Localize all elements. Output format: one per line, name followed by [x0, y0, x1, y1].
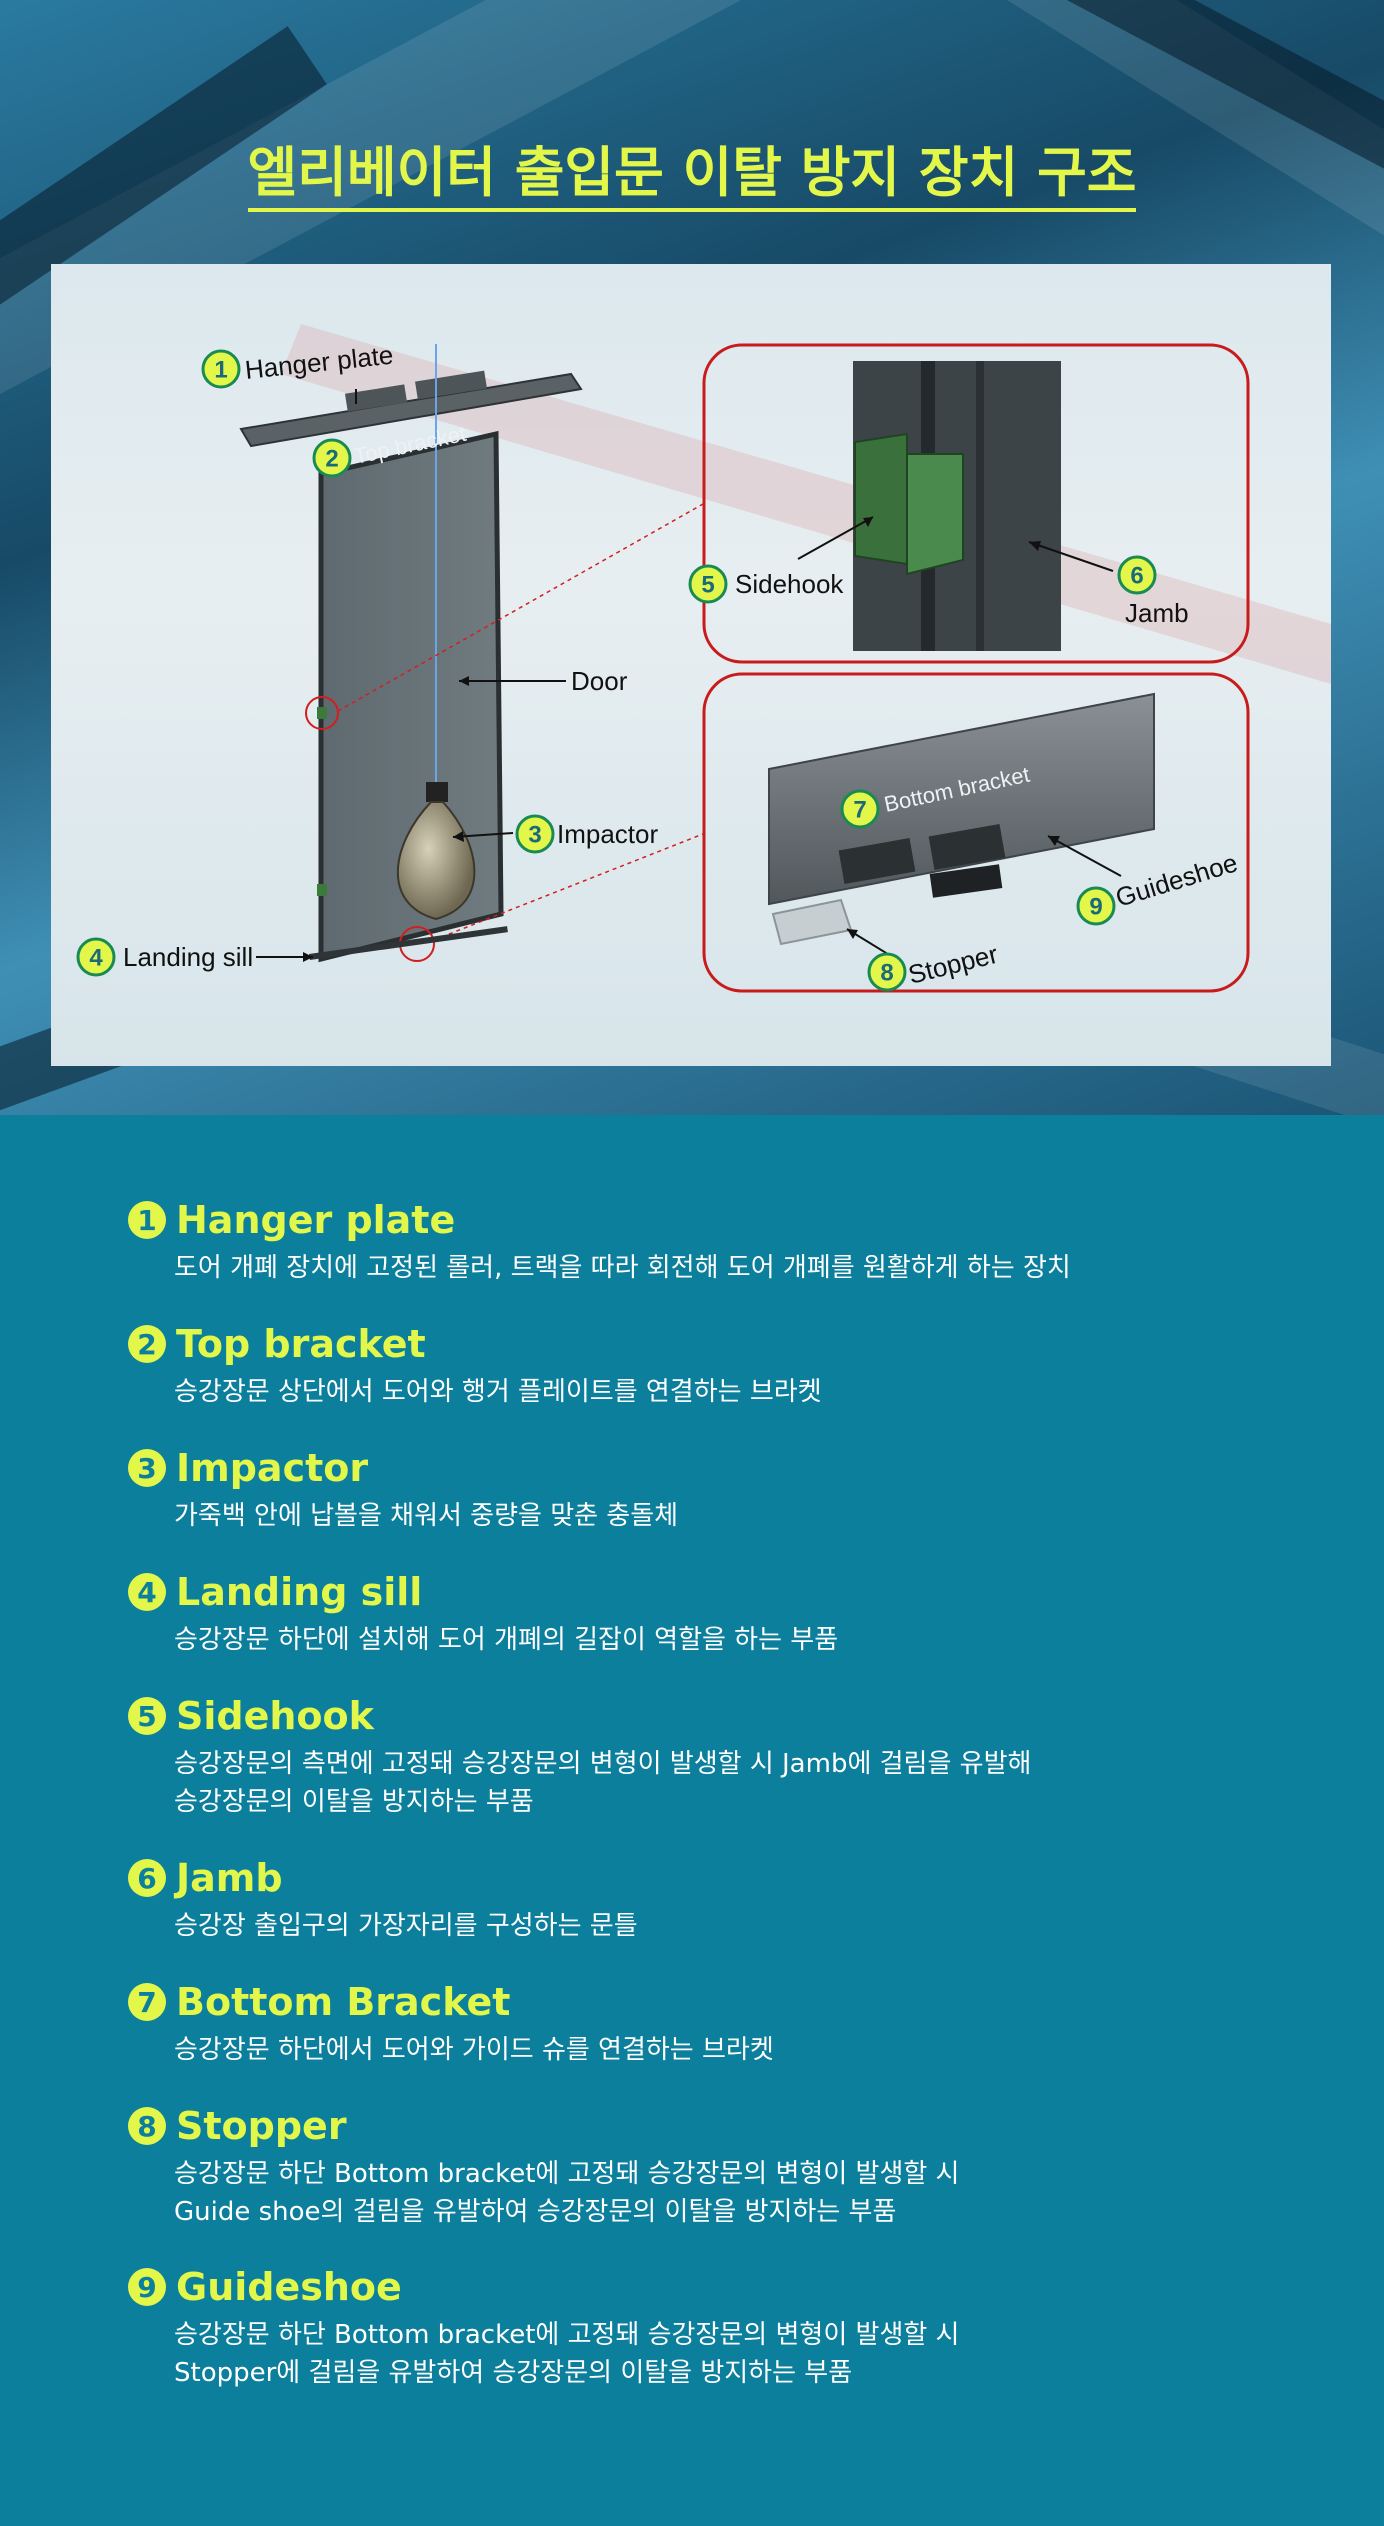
- arrow-head: [453, 831, 464, 842]
- sidehook-detail-box: [702, 343, 1250, 664]
- list-item: 8 Stopper 승강장문 하단 Bottom bracket에 고정돼 승강장…: [128, 2101, 1278, 2231]
- label-guideshoe: Guideshoe: [1112, 847, 1241, 912]
- arrow-head: [303, 952, 313, 962]
- sidehook-mini: [317, 884, 327, 896]
- svg-text:6: 6: [1130, 563, 1143, 590]
- guideshoe-shape: [929, 864, 1003, 898]
- label-sidehook: Sidehook: [735, 569, 844, 599]
- item-description: 승강장문 하단에 설치해 도어 개폐의 길잡이 역할을 하는 부품: [174, 1625, 839, 1655]
- item-description: 승강장문 하단에서 도어와 가이드 슈를 연결하는 브라켓: [174, 2035, 774, 2065]
- arrow-head: [459, 676, 469, 686]
- svg-text:8: 8: [880, 960, 893, 987]
- zoom-line-top: [337, 503, 704, 712]
- landing-sill-shape: [308, 926, 508, 960]
- bracket-plate: [838, 838, 916, 884]
- label-jamb: Jamb: [1125, 598, 1189, 628]
- item-number-badge: 9: [128, 2268, 166, 2306]
- leader-guideshoe: [1047, 835, 1122, 877]
- badge-5: 5: [688, 564, 728, 604]
- arrow-head: [847, 929, 858, 939]
- item-number-badge: 3: [128, 1449, 166, 1487]
- structure-diagram: 1 Hanger plate 2 Top bracket Door 3 Impa…: [51, 264, 1331, 1066]
- badge-8: 8: [867, 952, 907, 992]
- list-item: 7 Bottom Bracket 승강장문 하단에서 도어와 가이드 슈를 연결하…: [128, 1977, 1278, 2069]
- leader-jamb: [1028, 541, 1114, 572]
- sidehook-shape: [906, 453, 964, 576]
- item-number-badge: 5: [128, 1697, 166, 1735]
- list-item: 6 Jamb 승강장 출입구의 가장자리를 구성하는 문틀: [128, 1853, 1278, 1945]
- badge-6: 6: [1117, 555, 1157, 595]
- list-item: 1 Hanger plate 도어 개폐 장치에 고정된 롤러, 트랙을 따라 회…: [128, 1195, 1278, 1287]
- list-item: 9 Guideshoe 승강장문 하단 Bottom bracket에 고정돼 승…: [128, 2262, 1278, 2392]
- bottom-detail-box: [702, 672, 1250, 993]
- item-number-badge: 2: [128, 1325, 166, 1363]
- sidehook-mini: [317, 707, 327, 719]
- badge-3: 3: [515, 814, 555, 854]
- badge-2: 2: [312, 438, 352, 478]
- impactor-cap: [426, 782, 448, 802]
- item-name: Jamb: [176, 1856, 283, 1900]
- zoom-line-bottom: [433, 833, 704, 941]
- bracket-plate: [928, 824, 1006, 870]
- badge-1: 1: [201, 349, 241, 389]
- item-description: 승강장문 하단 Bottom bracket에 고정돼 승강장문의 변형이 발생…: [174, 2320, 960, 2388]
- sidehook-shape: [854, 432, 908, 566]
- item-number-badge: 6: [128, 1859, 166, 1897]
- item-name: Landing sill: [176, 1570, 423, 1614]
- label-door: Door: [571, 666, 628, 696]
- item-number-badge: 1: [128, 1201, 166, 1239]
- list-item: 5 Sidehook 승강장문의 측면에 고정돼 승강장문의 변형이 발생할 시 …: [128, 1691, 1278, 1821]
- item-name: Guideshoe: [176, 2265, 402, 2309]
- arrow-head: [1048, 836, 1060, 846]
- sidehook-marker: [305, 696, 339, 730]
- item-name: Top bracket: [176, 1322, 426, 1366]
- item-description: 도어 개폐 장치에 고정된 롤러, 트랙을 따라 회전해 도어 개폐를 원활하게…: [174, 1253, 1071, 1283]
- item-name: Hanger plate: [176, 1198, 456, 1242]
- item-name: Sidehook: [176, 1694, 374, 1738]
- diagram-svg: 1 Hanger plate 2 Top bracket Door 3 Impa…: [76, 324, 1331, 993]
- jamb-groove: [976, 361, 984, 651]
- item-description: 승강장문의 측면에 고정돼 승강장문의 변형이 발생할 시 Jamb에 걸림을 …: [174, 1749, 1032, 1817]
- item-description: 승강장 출입구의 가장자리를 구성하는 문틀: [174, 1911, 638, 1941]
- bg-streak: [281, 324, 1331, 684]
- label-impactor: Impactor: [557, 819, 658, 849]
- item-number-badge: 8: [128, 2107, 166, 2145]
- svg-text:2: 2: [325, 446, 338, 473]
- svg-text:5: 5: [701, 572, 714, 599]
- badge-7: 7: [840, 789, 880, 829]
- label-stopper: Stopper: [905, 939, 1001, 990]
- stopper-shape: [771, 898, 853, 946]
- arrow-head: [863, 517, 873, 527]
- badge-4: 4: [76, 937, 116, 977]
- arrow-head: [1029, 541, 1041, 551]
- svg-text:1: 1: [214, 357, 227, 384]
- page-title: 엘리베이터 출입문 이탈 방지 장치 구조: [0, 128, 1384, 212]
- item-number-badge: 7: [128, 1983, 166, 2021]
- svg-text:4: 4: [89, 945, 103, 972]
- label-landing-sill: Landing sill: [123, 942, 253, 972]
- item-name: Impactor: [176, 1446, 369, 1490]
- list-item: 4 Landing sill 승강장문 하단에 설치해 도어 개폐의 길잡이 역할…: [128, 1567, 1278, 1659]
- hanger-block: [344, 384, 408, 412]
- item-number-badge: 4: [128, 1573, 166, 1611]
- description-section: [0, 1115, 1384, 2526]
- svg-text:9: 9: [1089, 894, 1102, 921]
- svg-text:7: 7: [853, 797, 866, 824]
- item-description: 가죽백 안에 납볼을 채워서 중량을 맞춘 충돌체: [174, 1501, 679, 1531]
- list-item: 2 Top bracket 승강장문 상단에서 도어와 행거 플레이트를 연결하는…: [128, 1319, 1278, 1411]
- item-description: 승강장문 하단 Bottom bracket에 고정돼 승강장문의 변형이 발생…: [174, 2159, 960, 2227]
- list-item: 3 Impactor 가죽백 안에 납볼을 채워서 중량을 맞춘 충돌체: [128, 1443, 1278, 1535]
- item-description: 승강장문 상단에서 도어와 행거 플레이트를 연결하는 브라켓: [174, 1377, 822, 1407]
- item-name: Bottom Bracket: [176, 1980, 511, 2024]
- leader-sidehook: [797, 516, 874, 560]
- svg-text:3: 3: [528, 822, 541, 849]
- hanger-block: [415, 370, 487, 400]
- item-name: Stopper: [176, 2104, 347, 2148]
- badge-9: 9: [1076, 886, 1116, 926]
